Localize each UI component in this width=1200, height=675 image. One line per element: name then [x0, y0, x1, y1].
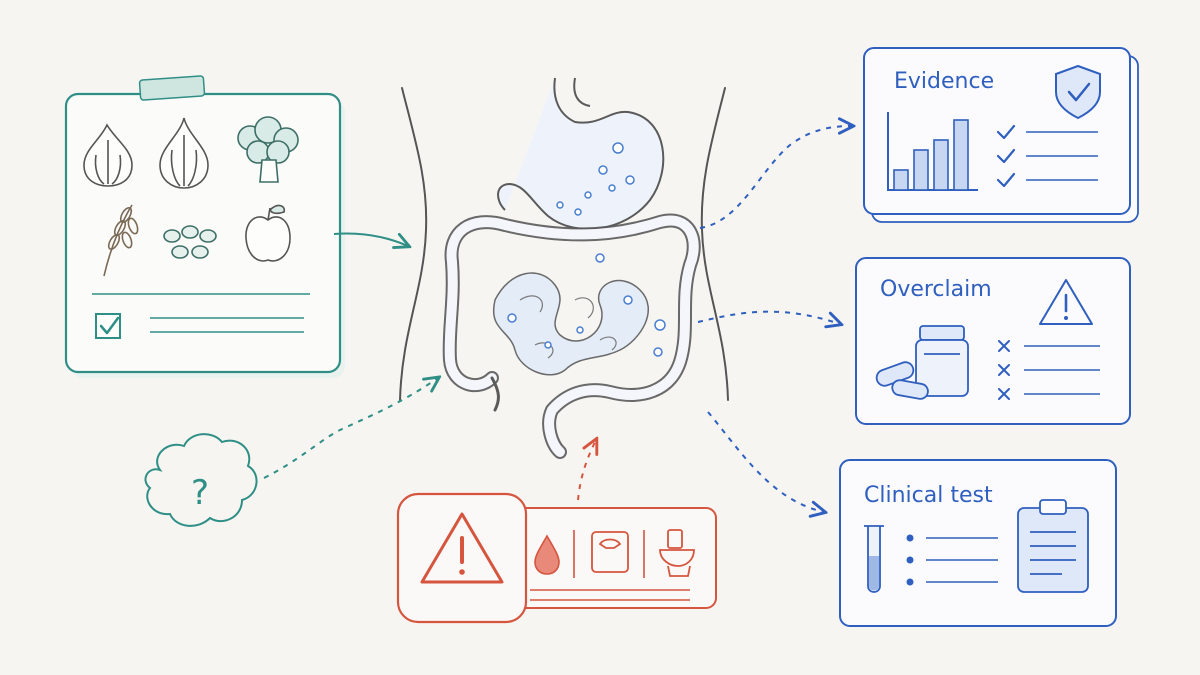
bullet-dot [906, 556, 914, 564]
question-cloud: ? [144, 433, 258, 527]
cross-icon [998, 340, 1010, 352]
arrow-food-to-gut [333, 232, 408, 247]
check-icon [996, 172, 1016, 188]
question-mark: ? [191, 473, 209, 513]
tape-strip [138, 75, 206, 101]
bar-chart-icon [887, 112, 978, 191]
shield-check-icon [1055, 64, 1101, 120]
food-card-text-lines [150, 317, 304, 333]
weight-scale-icon [591, 531, 629, 573]
checkbox [95, 313, 121, 339]
evidence-title: Evidence [894, 69, 994, 94]
arrow-warning-to-gut [577, 440, 596, 501]
evidence-checklist [996, 124, 1098, 188]
clinical-test-list [906, 534, 998, 586]
onion-icon [159, 117, 209, 189]
bullet-dot [906, 534, 914, 542]
toilet-icon [659, 529, 695, 577]
evidence-bar [933, 139, 949, 191]
colon-illustration [442, 213, 701, 459]
evidence-bar [913, 149, 929, 191]
wheat-icon [103, 204, 139, 277]
arrow-gut-to-clinical [707, 411, 824, 512]
beans-icon [163, 225, 217, 259]
cross-icon [998, 388, 1010, 400]
pill-bottle-icon [915, 325, 969, 397]
broccoli-icon [237, 116, 299, 183]
garlic-icon [83, 123, 133, 187]
torso-outline [399, 87, 729, 401]
overclaim-card: Overclaim [855, 257, 1131, 425]
overclaim-list [998, 340, 1100, 400]
bullet-dot [906, 578, 914, 586]
cross-icon [998, 364, 1010, 376]
clinical-test-title: Clinical test [864, 483, 993, 508]
test-tube-icon [864, 525, 884, 593]
arrow-gut-to-overclaim [697, 310, 840, 324]
arrow-gut-to-evidence [699, 126, 852, 229]
warning-triangle-icon [1039, 279, 1093, 325]
stomach-illustration [497, 77, 665, 231]
check-icon [996, 148, 1016, 164]
gut-bubbles [507, 142, 666, 357]
clipboard-icon [1017, 499, 1089, 593]
arrow-question-to-gut [263, 378, 438, 479]
blood-drop-icon [534, 534, 560, 575]
evidence-bar [893, 169, 909, 191]
apple-icon [245, 204, 291, 262]
warning-icon [420, 512, 504, 584]
overclaim-title: Overclaim [880, 277, 992, 302]
warning-card-text-lines [530, 589, 690, 601]
check-icon [996, 124, 1016, 140]
capsules-icon [875, 361, 929, 400]
evidence-bar [953, 119, 969, 191]
